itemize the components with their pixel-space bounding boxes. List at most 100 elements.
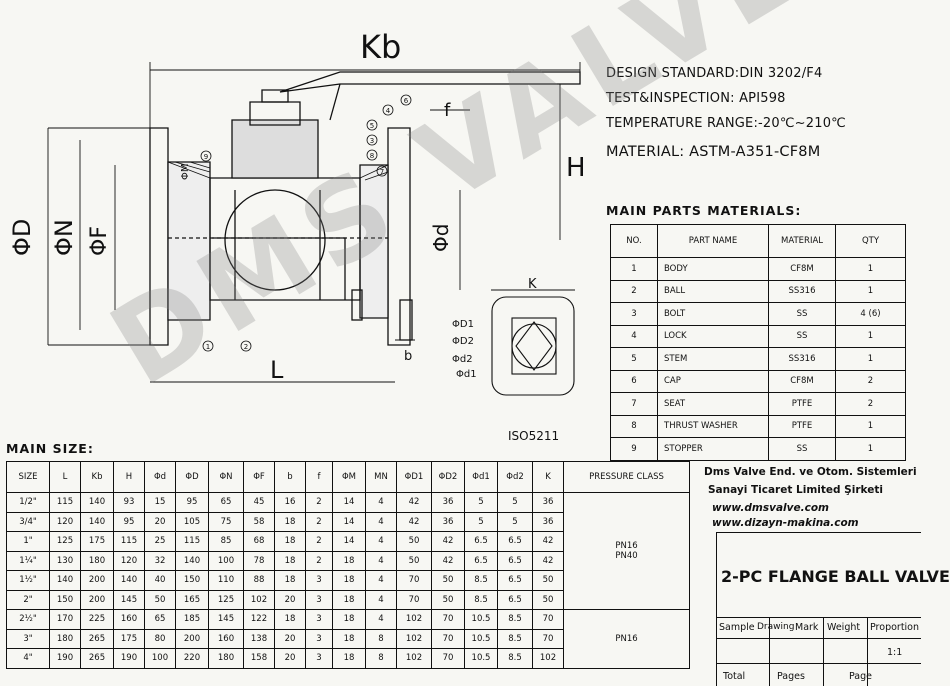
parts-cell: CAP: [657, 369, 769, 393]
sizes-cell: 36: [532, 492, 564, 513]
company-web2: www.dizayn-makina.com: [712, 517, 859, 529]
sizes-cell: 5: [464, 492, 498, 513]
sizes-cell: 165: [175, 589, 209, 610]
parts-cell: PTFE: [768, 392, 836, 416]
balloon-3: 3: [366, 134, 378, 146]
sizes-cell: 42: [532, 531, 564, 552]
parts-cell: SS: [768, 324, 836, 348]
sizes-cell: 80: [144, 628, 176, 649]
sizes-cell: 160: [208, 628, 244, 649]
sizes-cell: 18: [332, 628, 366, 649]
sizes-cell: 42: [431, 531, 465, 552]
sizes-cell: 93: [113, 492, 145, 513]
sizes-cell: 102: [396, 609, 432, 630]
sample-label: Sample: [719, 622, 755, 633]
sizes-cell: 4: [365, 589, 397, 610]
sizes-cell: 102: [532, 648, 564, 669]
sizes-cell: 140: [49, 570, 81, 591]
sizes-header: K: [532, 461, 564, 493]
company-line1: Dms Valve End. ve Otom. Sistemleri: [704, 466, 917, 478]
sizes-cell: 10.5: [464, 648, 498, 669]
sizes-cell: 50: [144, 589, 176, 610]
sizes-cell: 2: [305, 492, 333, 513]
balloon-9: 9: [200, 150, 212, 162]
sizes-header: SIZE: [6, 461, 50, 493]
sizes-cell: 6.5: [497, 570, 533, 591]
sizes-header: MN: [365, 461, 397, 493]
sizes-cell: 42: [431, 550, 465, 571]
material-spec: MATERIAL: ASTM-A351-CF8M: [606, 144, 821, 160]
sizes-cell: 150: [49, 589, 81, 610]
mark-label: Mark: [795, 622, 819, 633]
dim-k-label: K: [528, 277, 537, 292]
balloon-4: 4: [382, 104, 394, 116]
balloon-8: 8: [366, 149, 378, 161]
sizes-cell: 185: [175, 609, 209, 630]
sizes-cell: 100: [144, 648, 176, 669]
sizes-cell: 68: [243, 531, 275, 552]
sizes-cell: 65: [208, 492, 244, 513]
sizes-cell: 125: [49, 531, 81, 552]
sizes-cell: 3: [305, 628, 333, 649]
sizes-cell: 265: [80, 628, 114, 649]
sizes-header: b: [274, 461, 306, 493]
sizes-cell: 2: [305, 550, 333, 571]
sizes-cell: 10.5: [464, 609, 498, 630]
sizes-cell: 16: [274, 492, 306, 513]
sizes-cell: 18: [274, 570, 306, 591]
sizes-cell: 70: [431, 609, 465, 630]
total-label: Total: [723, 671, 746, 682]
parts-cell: 2: [835, 369, 906, 393]
sizes-cell: 45: [243, 492, 275, 513]
scale-value: 1:1: [887, 647, 903, 658]
sizes-cell: 3: [305, 648, 333, 669]
sizes-cell: 2: [305, 531, 333, 552]
parts-cell: 2: [835, 392, 906, 416]
sizes-cell: 8: [365, 628, 397, 649]
parts-cell: 4 (6): [835, 302, 906, 326]
parts-cell: 6: [610, 369, 658, 393]
sizes-cell: 200: [80, 570, 114, 591]
sizes-cell: 15: [144, 492, 176, 513]
parts-cell: 5: [610, 347, 658, 371]
sizes-cell: 58: [243, 511, 275, 532]
sizes-cell: 190: [113, 648, 145, 669]
sizes-header: Φd1: [464, 461, 498, 493]
svg-text:2: 2: [244, 343, 248, 351]
sizes-cell: 4: [365, 550, 397, 571]
sizes-cell: 25: [144, 531, 176, 552]
sizes-cell: 200: [175, 628, 209, 649]
test-inspection: TEST&INSPECTION: API598: [606, 91, 786, 106]
pages-label: Pages: [777, 671, 805, 682]
sizes-cell: 4: [365, 492, 397, 513]
sizes-cell: 100: [208, 550, 244, 571]
pressure-class-bottom: PN16: [563, 609, 690, 669]
sizes-cell: 70: [396, 589, 432, 610]
sizes-cell: 50: [431, 570, 465, 591]
sizes-cell: 265: [80, 648, 114, 669]
sizes-cell: 8.5: [497, 628, 533, 649]
svg-text:1: 1: [206, 343, 210, 351]
parts-cell: 3: [610, 302, 658, 326]
sizes-cell: 18: [332, 589, 366, 610]
parts-cell: SS: [768, 437, 836, 461]
sizes-cell: 220: [175, 648, 209, 669]
sizes-cell: 145: [208, 609, 244, 630]
parts-header-no: NO.: [610, 224, 658, 258]
sizes-cell: 50: [396, 531, 432, 552]
parts-cell: LOCK: [657, 324, 769, 348]
sizes-cell: 140: [80, 492, 114, 513]
valve-drawing: Kb f H ΦD ΦN ΦF ΦM Φd L b 1 2 3 4 5 6 7 …: [8, 28, 586, 443]
sizes-cell: 14: [332, 492, 366, 513]
sizes-cell: 2": [6, 589, 50, 610]
sizes-cell: 40: [144, 570, 176, 591]
sizes-cell: 6.5: [464, 550, 498, 571]
sizes-cell: 18: [274, 531, 306, 552]
sizes-cell: 8.5: [497, 609, 533, 630]
parts-cell: 1: [835, 257, 906, 281]
